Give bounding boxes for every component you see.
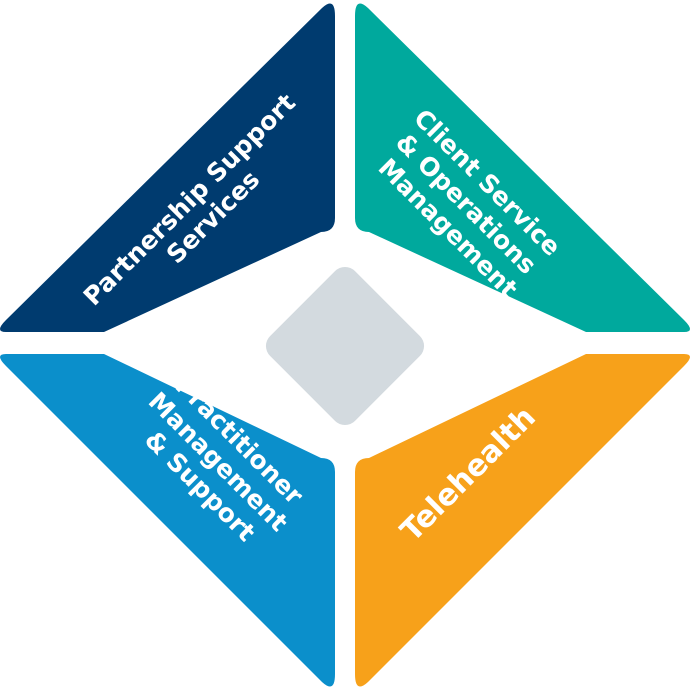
center-diamond xyxy=(265,266,425,426)
segment-shape-telehealth xyxy=(355,354,690,687)
segment-practitioner-management: Practitioner Management & Support xyxy=(0,354,335,687)
segment-shape-client xyxy=(355,3,690,332)
segment-telehealth: Telehealth xyxy=(355,354,690,687)
segment-partnership-support-services: Partnership Support Services xyxy=(0,3,335,332)
segment-client-service-operations: Client Service & Operations Management xyxy=(355,3,690,332)
segment-shape-practitioner xyxy=(0,354,335,687)
segment-shape-partnership xyxy=(0,3,335,332)
